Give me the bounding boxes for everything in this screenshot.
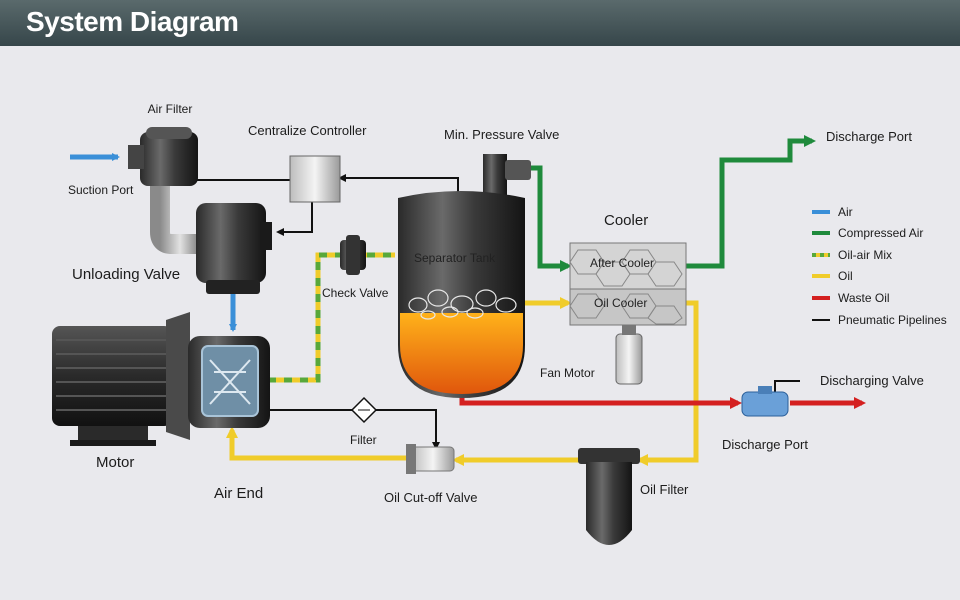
legend-item-oil: Oil	[812, 269, 853, 283]
suction-port-label: Suction Port	[68, 183, 134, 197]
oil-cutoff-valve-label: Oil Cut-off Valve	[384, 490, 477, 505]
separator-tank	[398, 154, 531, 398]
legend-item-oil-air-mix: Oil-air Mix	[812, 248, 892, 262]
system-diagram: Air Filter Suction Port Centralize Contr…	[52, 102, 947, 545]
motor-label: Motor	[96, 454, 134, 471]
legend-label-pneumatic-pipelines: Pneumatic Pipelines	[838, 313, 947, 327]
centralize-controller	[289, 155, 341, 203]
oil-filter-label: Oil Filter	[640, 482, 689, 497]
fan-motor-label: Fan Motor	[540, 366, 595, 380]
unloading-valve-label: Unloading Valve	[72, 266, 180, 283]
legend-item-waste-oil: Waste Oil	[812, 291, 890, 305]
separator-tank-label: Separator Tank	[414, 251, 496, 265]
legend-label-air: Air	[838, 205, 853, 219]
legend-item-air: Air	[812, 205, 853, 219]
discharging-valve-label: Discharging Valve	[820, 373, 924, 388]
legend-item-compressed-air: Compressed Air	[812, 226, 923, 240]
filter	[350, 396, 378, 424]
discharge-port-bottom-label: Discharge Port	[722, 437, 808, 452]
oil-cooler-to-filter-line	[636, 300, 699, 466]
cooler	[569, 242, 687, 326]
discharge-port-top-label: Discharge Port	[826, 129, 912, 144]
after-cooler-label: After Cooler	[590, 256, 654, 270]
motor	[52, 312, 190, 446]
oil-cutoff-valve	[406, 444, 455, 474]
air-filter	[128, 127, 200, 254]
compressed-air-line-1	[530, 165, 572, 272]
page-title: System Diagram	[26, 6, 239, 37]
header-bar: System Diagram	[0, 0, 960, 46]
air-end-label: Air End	[214, 485, 263, 502]
oil-cooler-label: Oil Cooler	[594, 296, 647, 310]
unloading-valve	[196, 203, 272, 294]
legend: Air Compressed Air Oil-air Mix Oil Waste…	[812, 205, 947, 327]
legend-label-waste-oil: Waste Oil	[838, 291, 890, 305]
check-valve	[340, 235, 366, 275]
discharging-valve	[741, 386, 789, 417]
legend-label-oil-air-mix: Oil-air Mix	[838, 248, 892, 262]
filter-label: Filter	[350, 433, 377, 447]
centralize-controller-label: Centralize Controller	[248, 123, 367, 138]
legend-item-pneumatic-pipelines: Pneumatic Pipelines	[812, 313, 947, 327]
check-valve-label: Check Valve	[322, 286, 389, 300]
min-pressure-valve-label: Min. Pressure Valve	[444, 127, 559, 142]
air-end	[188, 336, 270, 428]
fan-motor	[615, 325, 643, 385]
legend-label-oil: Oil	[838, 269, 853, 283]
oil-air-mix-line	[268, 252, 395, 383]
oil-filter	[578, 448, 640, 545]
oil-cutoff-to-airend-line	[226, 426, 412, 461]
legend-label-compressed-air: Compressed Air	[838, 226, 923, 240]
compressed-air-line-2	[686, 135, 816, 269]
air-filter-label: Air Filter	[148, 102, 193, 116]
cooler-label: Cooler	[604, 212, 648, 229]
